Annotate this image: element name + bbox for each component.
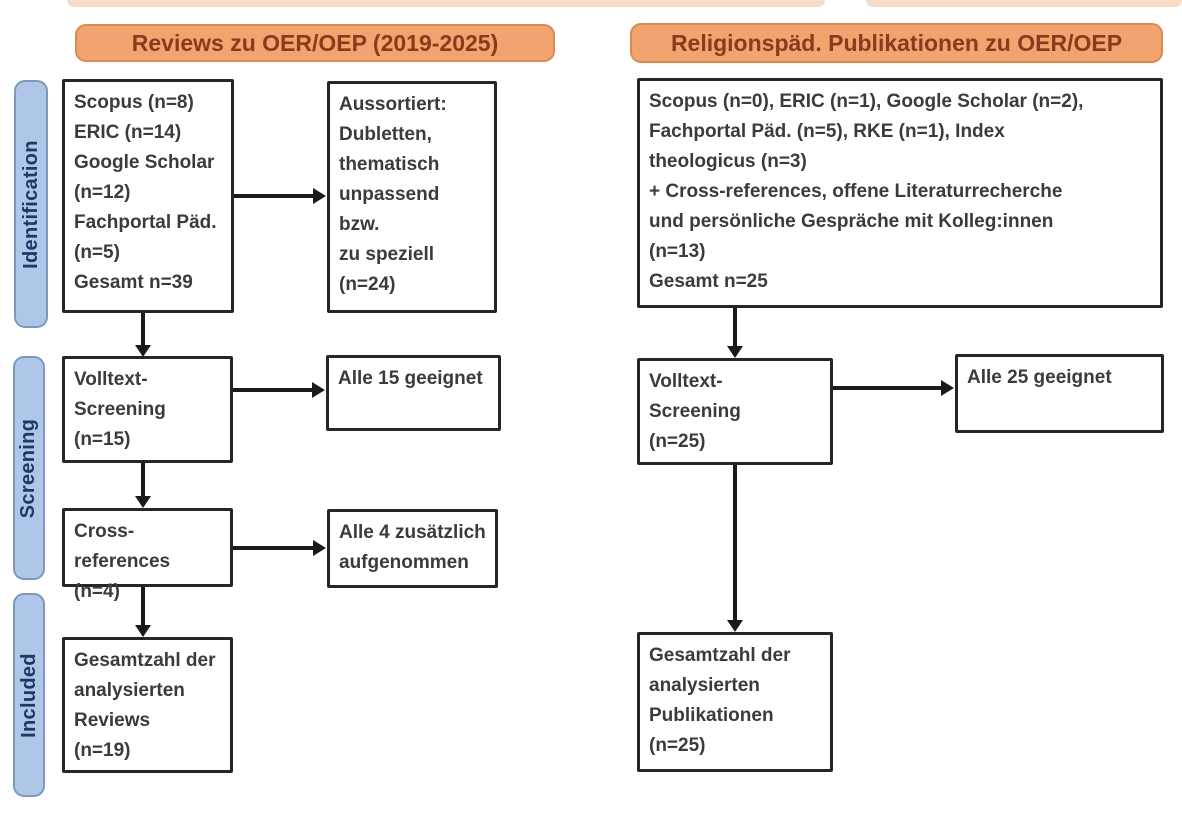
stage-screening-label: Screening (17, 418, 40, 518)
column-header-reviews: Reviews zu OER/OEP (2019-2025) (75, 24, 555, 62)
stage-screening: Screening (13, 356, 45, 580)
box-left-identification-sources: Scopus (n=8) ERIC (n=14) Google Scholar … (62, 79, 234, 313)
box-right-fulltext-result: Alle 25 geeignet (955, 354, 1164, 433)
top-ghost-strip-right (866, 0, 1182, 7)
box-left-included-total: Gesamtzahl der analysierten Reviews (n=1… (62, 637, 233, 773)
stage-identification: Identification (14, 80, 48, 328)
column-header-reviews-label: Reviews zu OER/OEP (2019-2025) (131, 29, 499, 56)
box-left-fulltext-screening: Volltext- Screening (n=15) (62, 356, 233, 463)
stage-included-label: Included (17, 652, 40, 738)
box-left-crossref-result: Alle 4 zusätzlich aufgenommen (327, 509, 498, 588)
box-right-included-total: Gesamtzahl der analysierten Publikatione… (637, 632, 833, 772)
box-left-cross-references: Cross-references (n=4) (62, 508, 233, 602)
stage-included: Included (13, 593, 45, 797)
box-left-excluded: Aussortiert: Dubletten, thematisch unpas… (327, 81, 497, 313)
column-header-religionspaed: Religionspäd. Publikationen zu OER/OEP (630, 23, 1163, 63)
box-left-fulltext-result: Alle 15 geeignet (326, 355, 501, 431)
column-header-religionspaed-label: Religionspäd. Publikationen zu OER/OEP (670, 29, 1123, 56)
box-right-fulltext-screening: Volltext- Screening (n=25) (637, 358, 833, 465)
top-ghost-strip-left (67, 0, 825, 7)
stage-identification-label: Identification (19, 139, 42, 269)
box-right-identification-sources: Scopus (n=0), ERIC (n=1), Google Scholar… (637, 78, 1163, 308)
